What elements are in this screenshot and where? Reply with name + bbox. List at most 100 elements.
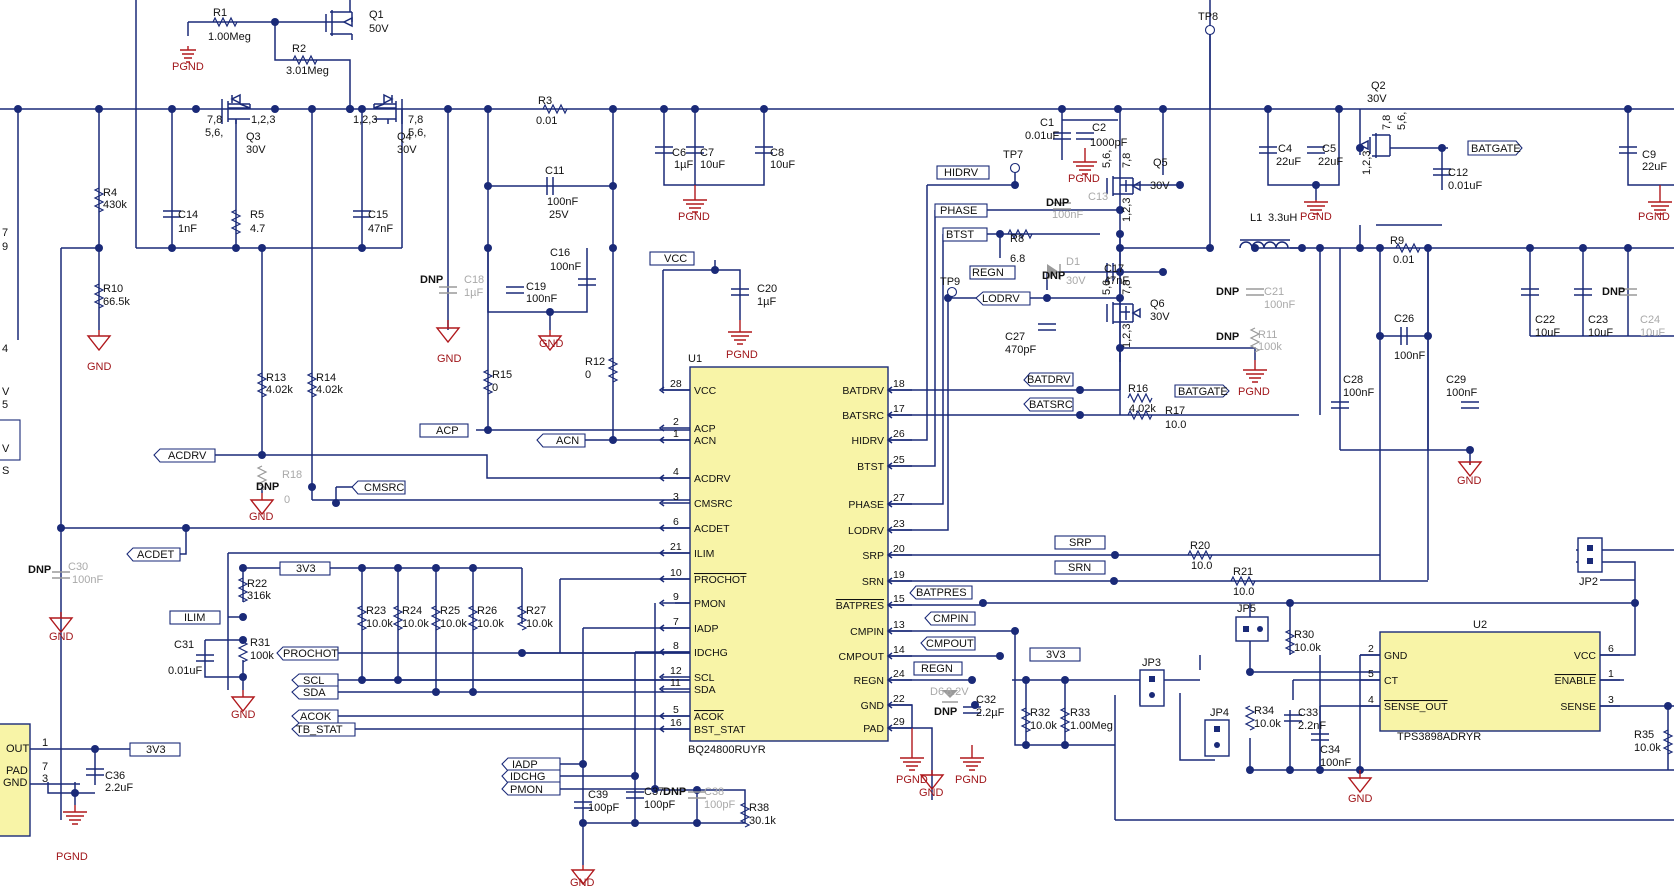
u1-pin-label: REGN (854, 675, 884, 687)
gnd-label: GND (49, 631, 74, 643)
capacitor-ref: C20 (757, 283, 777, 295)
resistor-ref: R35 (1634, 729, 1654, 741)
svg-text:ACOK: ACOK (300, 711, 332, 723)
dnp-marker: DNP (28, 564, 51, 576)
capacitor-ref: C29 (1446, 374, 1466, 386)
u2-ref: U2 (1473, 619, 1487, 631)
net-flag-srn: SRN (1054, 560, 1106, 575)
net-flag-pmon: PMON (501, 781, 561, 796)
u1-pin-label: ILIM (694, 548, 714, 560)
capacitor-value: 100nF (1320, 757, 1351, 769)
net-flag-prochot: PROCHOT (276, 646, 339, 661)
svg-text:30V: 30V (397, 144, 417, 156)
gnd-label: GND (570, 877, 595, 889)
capacitor-value: 100nF (1052, 209, 1083, 221)
resistor-value: 10.0k (526, 618, 553, 630)
u1-part: BQ24800RUYR (688, 744, 766, 756)
net-flag-tb-stat: TB_STAT (291, 722, 356, 737)
pgnd-symbol (728, 320, 752, 345)
resistor-value: 6.8 (1010, 253, 1025, 265)
capacitor-ref: C1 (1040, 117, 1054, 129)
capacitor-value: 10uF (700, 159, 725, 171)
u1-pin-number: 2 (673, 416, 679, 428)
net-flag-phase: PHASE (934, 203, 988, 218)
jumper-jp2[interactable]: JP2 (1577, 537, 1603, 588)
pin-out-number: 1 (42, 737, 48, 749)
jumper-jp5[interactable]: JP5 (1235, 603, 1269, 642)
partial-regulator-ic: OUT 1 PAD 7 GND 3 7 9 4 V 5 V S (0, 227, 48, 837)
resistor-value: 10.0k (440, 618, 467, 630)
u1-pin-label: PROCHOT (694, 574, 747, 586)
ground-symbols: PGND GND GND GND PGND PGND GND GND GND P… (48, 46, 1672, 889)
capacitor-value: 1µF (674, 159, 693, 171)
dnp-marker: DNP (1602, 286, 1625, 298)
svg-text:BATDRV: BATDRV (1027, 374, 1071, 386)
capacitor-ref: C30 (68, 561, 88, 573)
resistor-value: 1.00Meg (208, 31, 251, 43)
pgnd-label: PGND (955, 774, 987, 786)
capacitor-ref: C2 (1092, 122, 1106, 134)
capacitor-ref: C38 (704, 786, 724, 798)
pgnd-label: PGND (1238, 386, 1270, 398)
net-flag-batdrv: BATDRV (1023, 372, 1074, 387)
resistor-ref: R13 (266, 372, 286, 384)
edge-fragment: 9 (2, 241, 8, 253)
svg-text:TP8: TP8 (1198, 11, 1218, 23)
capacitor-ref: C27 (1005, 331, 1025, 343)
capacitor-ref: C24 (1640, 314, 1660, 326)
net-flag-acdrv: ACDRV (153, 448, 216, 463)
svg-text:3.3uH: 3.3uH (1268, 212, 1297, 224)
svg-text:ACDET: ACDET (137, 549, 175, 561)
net-flag-acdet: ACDET (126, 547, 181, 562)
jumper-jp4[interactable]: JP4 (1204, 707, 1230, 757)
resistors: R11.00MegR23.01MegR30.01R4430kR54.7R86.8… (93, 7, 1674, 828)
resistor-value: 10.0 (1191, 560, 1212, 572)
capacitor-value: 2.2µF (976, 707, 1005, 719)
net-flag-lodrv: LODRV (975, 291, 1031, 306)
u1-pin-number: 18 (893, 378, 905, 390)
svg-text:CMPOUT: CMPOUT (926, 638, 974, 650)
net-flag-acn: ACN (536, 433, 586, 448)
edge-fragment: V (2, 386, 10, 398)
capacitor-ref: C36 (105, 770, 125, 782)
u1-pin-label: SDA (694, 684, 716, 696)
pgnd-label: PGND (678, 211, 710, 223)
capacitor-ref: C4 (1278, 143, 1292, 155)
pin-out-label: OUT (6, 743, 30, 755)
capacitor-voltage: 25V (549, 209, 569, 221)
gnd-label: GND (1348, 793, 1373, 805)
capacitor-ref: C14 (178, 209, 198, 221)
u1-pin-number: 20 (893, 543, 905, 555)
capacitor-value: 22uF (1642, 161, 1667, 173)
svg-text:CMPIN: CMPIN (933, 613, 969, 625)
resistor-value: 10.0 (1165, 419, 1186, 431)
u1-pin-number: 3 (673, 491, 679, 503)
svg-text:VCC: VCC (664, 253, 687, 265)
diodes: D1 30V DNP D6 8.2V DNP L1 3.3uH (930, 212, 1297, 718)
jumper-jp3[interactable]: JP3 (1139, 657, 1165, 707)
pgnd-symbol (1304, 200, 1328, 215)
svg-text:30V: 30V (1150, 311, 1170, 323)
resistor-value: 430k (103, 199, 127, 211)
u1-pin-number: 29 (893, 716, 905, 728)
svg-text:JP2: JP2 (1579, 576, 1598, 588)
resistor-r5: R54.7 (230, 209, 265, 235)
u1-pin-number: 22 (893, 693, 905, 705)
svg-text:TP9: TP9 (940, 276, 960, 288)
net-flag-hidrv: HIDRV (936, 165, 990, 180)
